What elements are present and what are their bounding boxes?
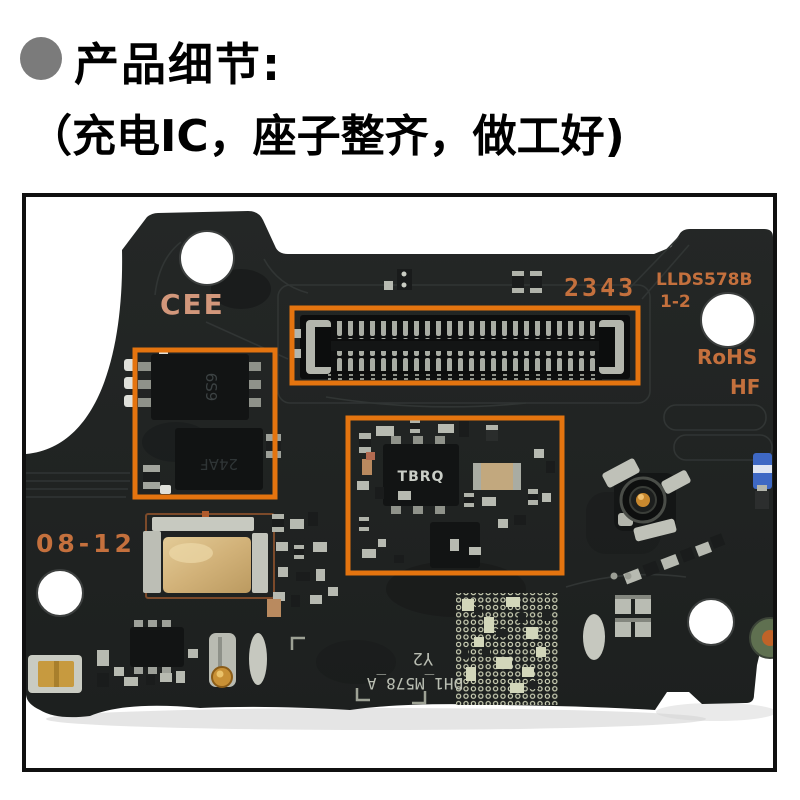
charging-ic-area: 6S9 24AF xyxy=(124,351,281,494)
screw-hole-bottom-right xyxy=(687,598,735,646)
edge-test-pad xyxy=(749,617,773,659)
screw-hole-top-left xyxy=(179,230,235,286)
edge-contact xyxy=(28,655,82,693)
silkscreen-revision: 1-2 xyxy=(660,292,691,312)
silkscreen-brand: CEE xyxy=(160,288,225,321)
page-title: 产品细节: xyxy=(74,38,282,91)
product-photo: CEE 2343 LLDS578B 1-2 RoHS HF 08-12 xyxy=(22,193,777,772)
charging-ic-2-marking: 24AF xyxy=(200,455,238,473)
screw-holes xyxy=(36,230,756,646)
silkscreen-hf: HF xyxy=(730,375,760,399)
blue-component xyxy=(753,453,772,509)
solder-pad-oval xyxy=(249,633,267,685)
highlight-box-connector xyxy=(289,305,641,386)
power-ic-marking: TBRQ xyxy=(398,469,445,485)
board-shadow xyxy=(46,708,706,730)
charging-ic-1-marking: 6S9 xyxy=(202,373,220,402)
charging-ic-2 xyxy=(175,428,263,490)
power-ic xyxy=(383,444,459,506)
silkscreen-rohs: RoHS xyxy=(697,345,757,369)
fpc-connector xyxy=(294,315,630,380)
highlight-box-power-ic xyxy=(345,415,565,576)
microphone xyxy=(143,511,275,599)
highlight-box-charging-ic xyxy=(132,347,278,500)
tantalum-capacitor xyxy=(473,463,521,490)
passive-components-top xyxy=(384,269,542,293)
fiducial-brackets xyxy=(290,636,427,705)
power-ic-pins xyxy=(391,436,445,514)
passive-components-middle xyxy=(357,419,555,563)
bottom-left-ic xyxy=(130,627,184,667)
charging-ic-1 xyxy=(151,354,249,420)
silkscreen-model: LLDS578B xyxy=(656,270,752,290)
qr-code xyxy=(456,593,558,705)
board-shadow-right xyxy=(656,703,773,721)
circuit-traces xyxy=(26,236,773,588)
diagonal-components xyxy=(623,533,726,585)
ic1-pins xyxy=(138,362,261,407)
page-subtitle: （充电IC，座子整齐，做工好) xyxy=(28,111,625,162)
silkscreen-week-code: 08-12 xyxy=(36,529,136,558)
pcb-photo-svg: CEE 2343 LLDS578B 1-2 RoHS HF 08-12 xyxy=(26,211,773,730)
power-ic-area: TBRQ xyxy=(357,419,555,568)
solder-pads-bottom-right xyxy=(583,572,651,660)
bullet-icon xyxy=(20,37,62,80)
screw-hole-bottom-left xyxy=(36,569,84,617)
laser-batch: Y2 xyxy=(413,648,433,668)
screw-hole-top-right xyxy=(700,292,756,348)
silkscreen-date-code: 2343 xyxy=(564,273,636,302)
passive-components-mid-left xyxy=(267,512,338,617)
rf-connector xyxy=(602,458,691,542)
laser-part-number: DH1_M578_A xyxy=(366,674,463,693)
bottom-left-cluster xyxy=(97,620,267,688)
